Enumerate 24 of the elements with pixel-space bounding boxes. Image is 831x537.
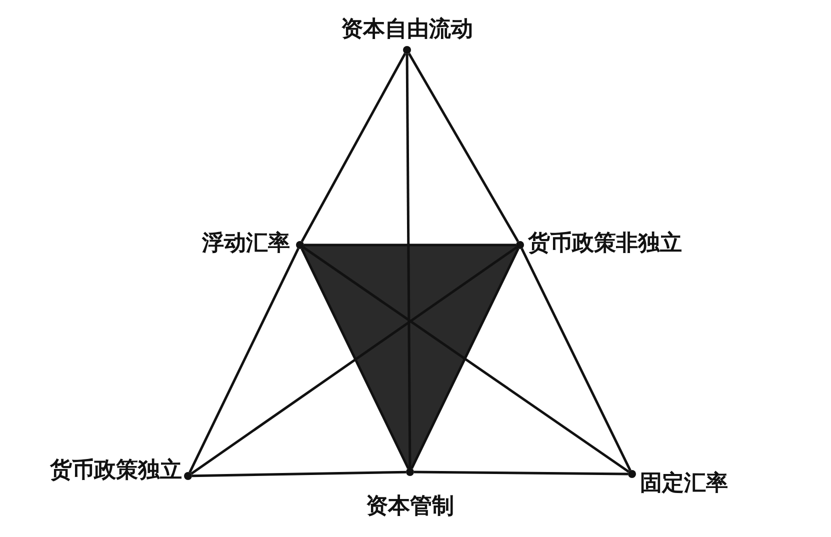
triangle-line xyxy=(408,52,520,242)
vertex-dot xyxy=(406,468,414,476)
triangle-line xyxy=(414,470,628,476)
vertex-label: 资本管制 xyxy=(366,494,454,520)
vertex-label: 货币政策独立 xyxy=(50,458,182,484)
vertex-label: 货币政策非独立 xyxy=(528,231,682,257)
vertex-dot xyxy=(403,46,411,54)
triangle-line xyxy=(188,248,300,473)
vertex-dot xyxy=(628,470,636,478)
triangle-line xyxy=(304,244,516,246)
triangle-line xyxy=(406,54,412,468)
vertex-label: 固定汇率 xyxy=(640,471,728,497)
triangle-line xyxy=(520,248,632,471)
vertex-dot xyxy=(184,472,192,480)
vertex-dot xyxy=(296,241,304,249)
vertex-label: 资本自由流动 xyxy=(341,17,473,43)
triangle-line xyxy=(410,248,520,469)
vertex-label: 浮动汇率 xyxy=(202,231,290,257)
triangle-line xyxy=(190,246,518,475)
vertex-dot xyxy=(516,241,524,249)
triangle-line xyxy=(192,470,406,478)
triangle-line xyxy=(300,248,410,469)
triangle-line xyxy=(302,246,630,473)
triangle-line xyxy=(300,52,406,242)
